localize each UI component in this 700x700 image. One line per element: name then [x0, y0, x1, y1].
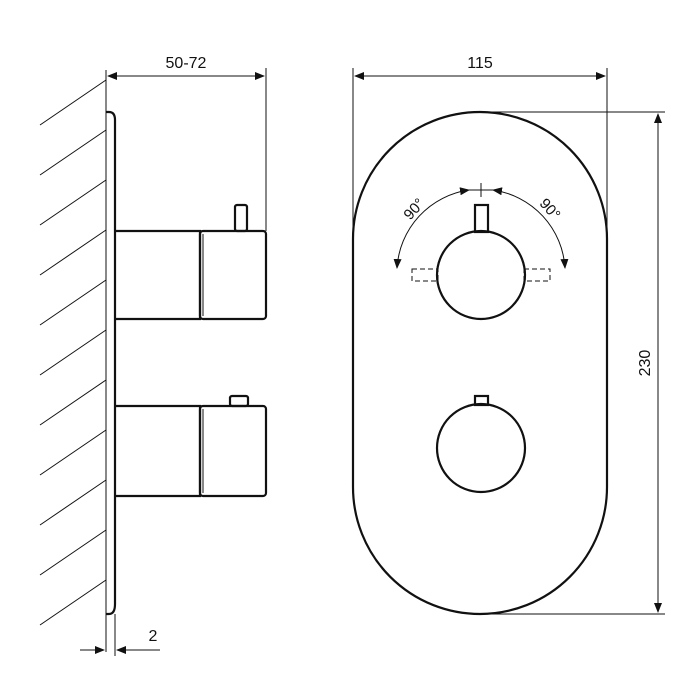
rotation-right-label: 90°: [536, 195, 564, 223]
height-dimension-label: 230: [637, 350, 654, 377]
plate-thickness-dimension: 2: [80, 614, 160, 656]
cover-plate-side: [106, 110, 117, 616]
front-view: 90° 90° 115 230: [351, 55, 665, 616]
rotation-left-label: 90°: [400, 195, 428, 223]
lower-knob-front: [435, 394, 527, 494]
wall-hatching: [39, 79, 107, 626]
depth-dimension: 50-72: [105, 55, 267, 231]
side-view: 50-72 2: [39, 55, 268, 656]
cover-plate-front: [351, 110, 609, 616]
height-dimension: 230: [480, 111, 665, 615]
depth-dimension-label: 50-72: [166, 55, 207, 72]
lower-knob-side: [115, 394, 268, 498]
width-dimension: 115: [352, 55, 608, 240]
upper-knob-side: [115, 203, 268, 321]
upper-knob-front: [435, 203, 527, 321]
plate-thickness-label: 2: [149, 628, 158, 645]
width-dimension-label: 115: [467, 55, 493, 72]
